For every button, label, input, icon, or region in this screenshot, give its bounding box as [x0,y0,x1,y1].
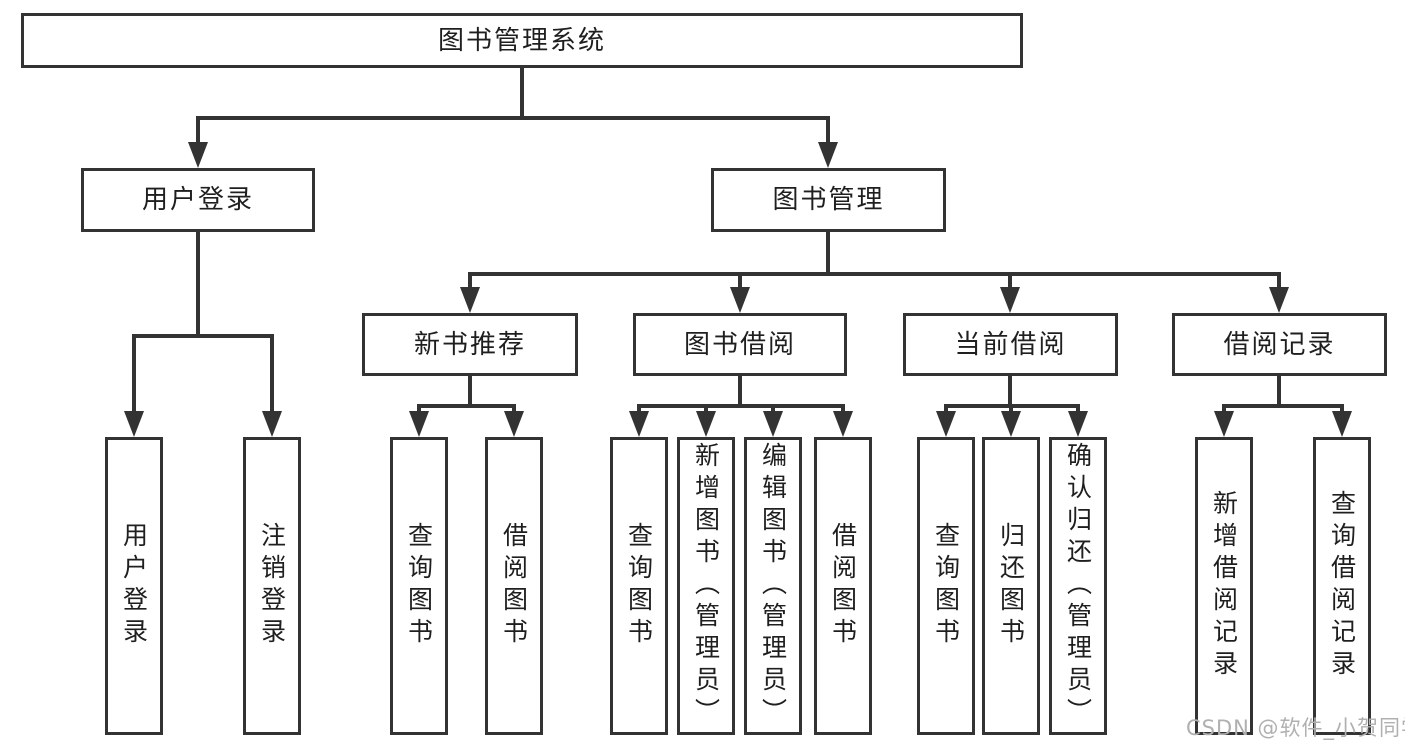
node-label: 确认归还（管理员） [1063,442,1093,730]
node-leaf-logout: 注销登录 [243,437,301,735]
node-label: 当前借阅 [954,329,1067,360]
arrow-down-icon [818,142,838,168]
arrow-down-icon [730,287,750,313]
connector-line [944,404,948,415]
node-label: 借阅图书 [499,522,529,650]
arrow-down-icon [696,411,716,437]
node-leaf-edit-books-admin: 编辑图书（管理员） [744,437,802,735]
connector-line [417,404,421,415]
node-label: 查询借阅记录 [1327,490,1357,682]
node-label: 用户登录 [141,185,254,215]
arrow-down-icon [833,411,853,437]
arrow-down-icon [1000,287,1020,313]
node-leaf-query-books: 查询图书 [390,437,448,735]
node-leaf-query-books: 查询图书 [917,437,975,735]
arrow-down-icon [1001,411,1021,437]
arrow-down-icon [504,411,524,437]
node-label: 新书推荐 [413,329,526,360]
arrow-down-icon [763,411,783,437]
connector-line [132,334,274,338]
connector-line [826,116,830,146]
connector-line [468,272,1281,276]
node-label: 新增借阅记录 [1209,490,1239,682]
node-leaf-confirm-return-admin: 确认归还（管理员） [1049,437,1107,735]
connector-line [1222,404,1226,415]
node-borrowing-records: 借阅记录 [1172,313,1387,376]
node-library-management-system: 图书管理系统 [21,13,1023,68]
node-current-borrowing: 当前借阅 [903,313,1118,376]
node-user-login: 用户登录 [81,168,315,232]
node-label: 新增图书（管理员） [691,442,721,730]
node-leaf-borrow-books: 借阅图书 [814,437,872,735]
node-label: 注销登录 [257,522,287,650]
connector-line [1222,404,1344,408]
node-label: 查询图书 [931,522,961,650]
node-label: 图书管理 [772,185,885,215]
arrow-down-icon [188,142,208,168]
node-leaf-return-books: 归还图书 [982,437,1040,735]
connector-line [771,404,775,415]
csdn-watermark: CSDN @软件_小贺同学 [1186,716,1405,740]
arrow-down-icon [262,411,282,437]
node-leaf-query-books: 查询图书 [610,437,668,735]
node-leaf-add-books-admin: 新增图书（管理员） [677,437,735,735]
arrow-down-icon [1214,411,1234,437]
arrow-down-icon [1269,287,1289,313]
node-leaf-query-borrow-record: 查询借阅记录 [1313,437,1371,735]
connector-line [738,272,742,291]
connector-line [738,376,742,408]
connector-line [1008,272,1012,291]
node-leaf-add-borrow-record: 新增借阅记录 [1195,437,1253,735]
arrow-down-icon [409,411,429,437]
node-leaf-user-login: 用户登录 [105,437,163,735]
connector-line [520,68,524,120]
arrow-down-icon [629,411,649,437]
connector-line [417,404,516,408]
connector-line [704,404,708,415]
connector-line [468,272,472,291]
connector-line [1009,404,1013,415]
node-label: 归还图书 [996,522,1026,650]
node-label: 编辑图书（管理员） [758,442,788,730]
connector-line [637,404,641,415]
connector-line [637,404,845,408]
node-label: 查询图书 [404,522,434,650]
node-label: 图书管理系统 [437,25,606,56]
node-label: 查询图书 [624,522,654,650]
connector-line [1340,404,1344,415]
connector-line [196,116,200,146]
connector-line [270,334,274,415]
arrow-down-icon [1332,411,1352,437]
node-label: 用户登录 [119,522,149,650]
connector-line [841,404,845,415]
arrow-down-icon [1068,411,1088,437]
arrow-down-icon [460,287,480,313]
node-leaf-borrow-books: 借阅图书 [485,437,543,735]
connector-line [196,232,200,338]
node-new-book-recommend: 新书推荐 [362,313,578,376]
arrow-down-icon [936,411,956,437]
connector-line [1277,376,1281,408]
connector-line [512,404,516,415]
node-label: 借阅记录 [1223,329,1336,360]
connector-line [1076,404,1080,415]
node-label: 图书借阅 [683,329,796,360]
connector-line [196,116,830,120]
connector-line [132,334,136,415]
connector-line [826,232,830,276]
connector-line [1008,376,1012,408]
node-book-management: 图书管理 [711,168,946,232]
arrow-down-icon [124,411,144,437]
node-book-borrowing: 图书借阅 [633,313,847,376]
connector-line [1277,272,1281,291]
node-label: 借阅图书 [828,522,858,650]
connector-line [468,376,472,408]
